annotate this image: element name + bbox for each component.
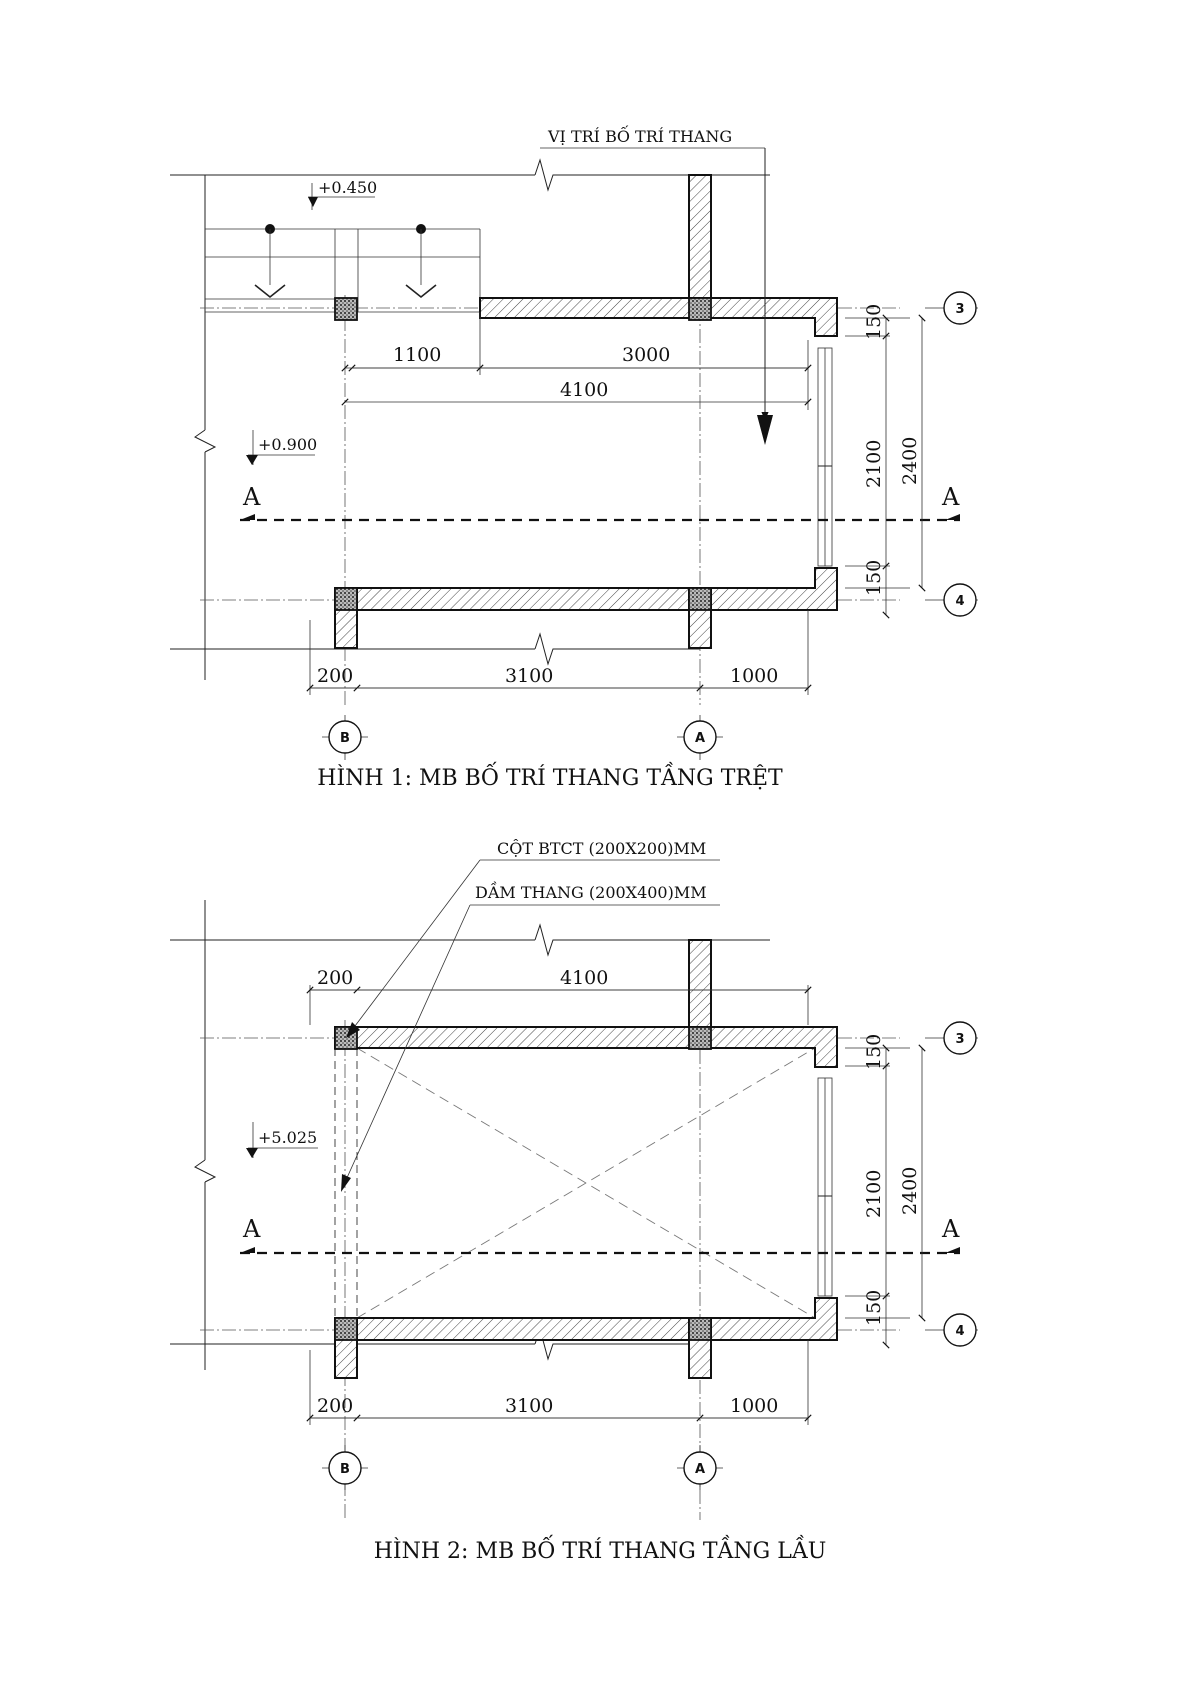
dim-200: 200 <box>317 665 353 687</box>
level-marker: +5.025 <box>258 1128 317 1147</box>
figure-1-ground-floor-plan: VỊ TRÍ BỐ TRÍ THANG +0.450 +0.900 A A 11… <box>170 124 978 791</box>
dim-2400: 2400 <box>899 437 921 485</box>
dim-150-bottom: 150 <box>863 1290 885 1326</box>
dim-1000: 1000 <box>730 665 778 687</box>
level-marker-upper: +0.450 <box>318 178 377 197</box>
dim-2100: 2100 <box>863 440 885 488</box>
figure-2-caption: HÌNH 2: MB BỐ TRÍ THANG TẦNG LẦU <box>374 1534 827 1564</box>
figure-2-upper-floor-plan: CỘT BTCT (200X200)MM DẦM THANG (200X400)… <box>170 839 978 1564</box>
figure-1-caption: HÌNH 1: MB BỐ TRÍ THANG TẦNG TRỆT <box>317 761 783 791</box>
dim-150-top: 150 <box>863 304 885 340</box>
beam-callout: DẦM THANG (200X400)MM <box>475 881 707 902</box>
section-mark-right: A <box>941 1215 960 1243</box>
stair-location-callout: VỊ TRÍ BỐ TRÍ THANG <box>547 124 732 146</box>
dim-150-bottom: 150 <box>863 560 885 596</box>
dim-1100: 1100 <box>393 344 441 366</box>
section-mark-left: A <box>242 1215 261 1243</box>
axis-bubble-3: 3 <box>955 1032 964 1047</box>
dim-3000: 3000 <box>622 344 670 366</box>
column-callout: CỘT BTCT (200X200)MM <box>497 839 706 858</box>
section-mark-right: A <box>941 483 960 511</box>
dim-1000: 1000 <box>730 1395 778 1417</box>
dim-4100: 4100 <box>560 379 608 401</box>
axis-bubble-a: A <box>695 731 705 746</box>
axis-bubble-a: A <box>695 1462 705 1477</box>
dim-4100: 4100 <box>560 967 608 989</box>
section-mark-left: A <box>242 483 261 511</box>
dim-200-top: 200 <box>317 967 353 989</box>
axis-bubble-3: 3 <box>955 302 964 317</box>
dim-3100: 3100 <box>505 1395 553 1417</box>
level-marker-lower: +0.900 <box>258 435 317 454</box>
dim-2400: 2400 <box>899 1167 921 1215</box>
dim-3100: 3100 <box>505 665 553 687</box>
axis-bubble-4: 4 <box>955 594 964 609</box>
axis-bubble-b: B <box>340 731 350 746</box>
axis-bubble-4: 4 <box>955 1324 964 1339</box>
dim-2100: 2100 <box>863 1170 885 1218</box>
dim-200: 200 <box>317 1395 353 1417</box>
dim-150-top: 150 <box>863 1034 885 1070</box>
axis-bubble-b: B <box>340 1462 350 1477</box>
